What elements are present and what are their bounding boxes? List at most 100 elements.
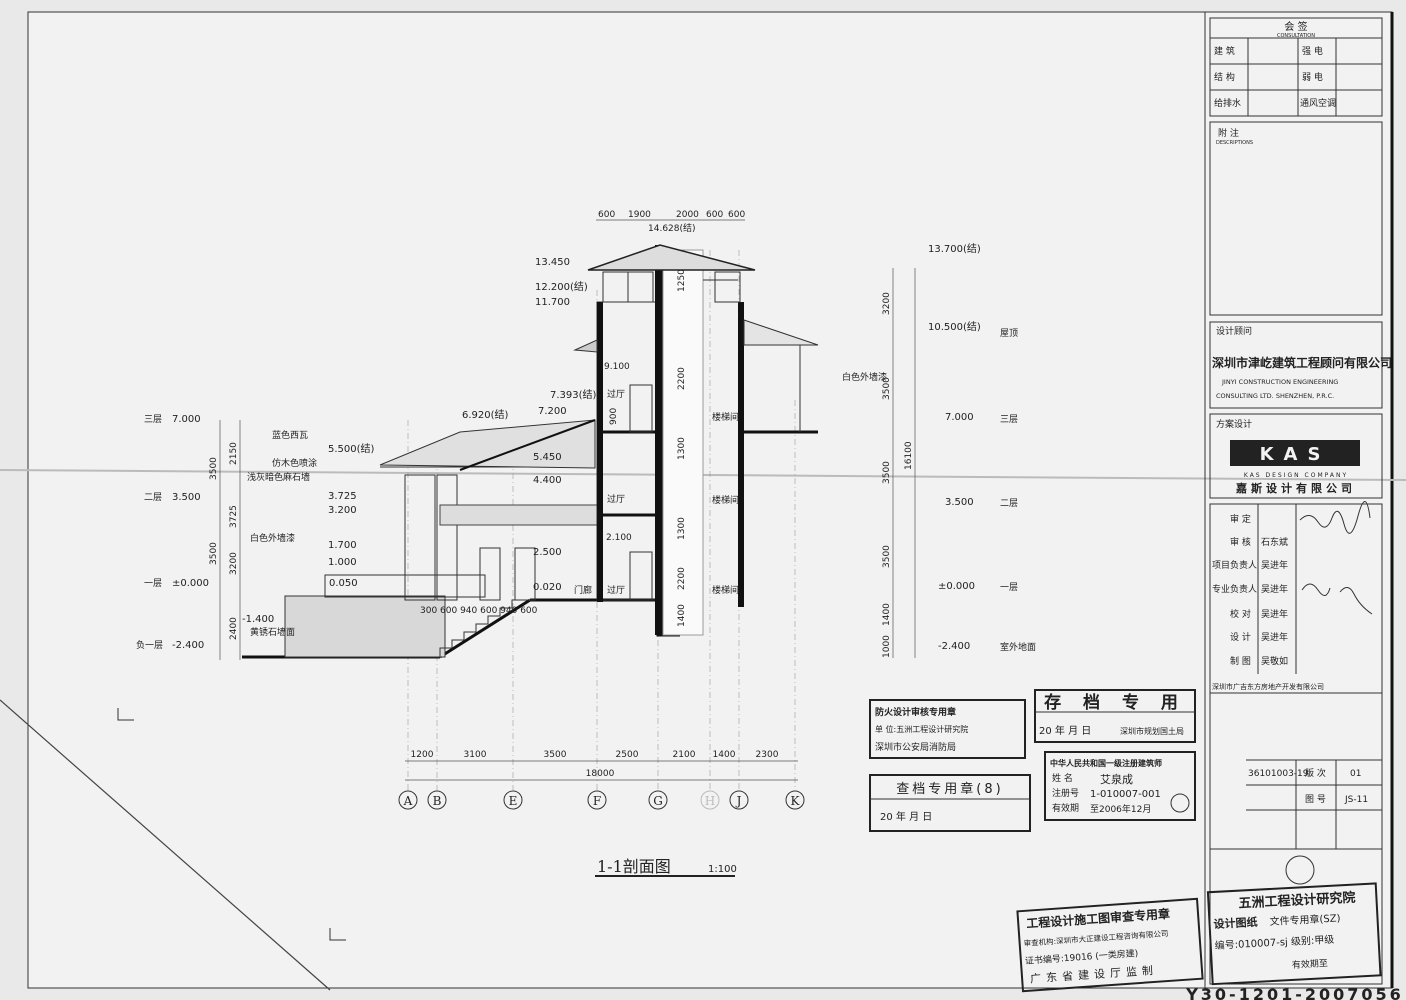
svg-text:过厅: 过厅 bbox=[607, 584, 625, 596]
building-section bbox=[242, 244, 819, 659]
axis-dimensions: 1200 3100 3500 2500 2100 1400 2300 18000 bbox=[411, 750, 779, 779]
svg-text:1900: 1900 bbox=[628, 210, 651, 220]
svg-text:2000: 2000 bbox=[676, 210, 699, 220]
axis-labels: A B E F G H J K bbox=[398, 790, 805, 810]
svg-text:二层: 二层 bbox=[1000, 498, 1018, 509]
svg-text:KAS DESIGN COMPANY: KAS DESIGN COMPANY bbox=[1244, 472, 1348, 479]
svg-text:白色外墙漆: 白色外墙漆 bbox=[250, 532, 295, 544]
svg-text:0.020: 0.020 bbox=[533, 582, 562, 593]
svg-text:6.920(结): 6.920(结) bbox=[462, 408, 509, 421]
signature bbox=[1299, 501, 1371, 534]
check-stamp: 查档专用章(8) 20 年 月 日 bbox=[869, 774, 1031, 832]
axis-E: E bbox=[509, 794, 518, 808]
svg-text:1300: 1300 bbox=[677, 517, 687, 540]
svg-text:600: 600 bbox=[598, 210, 615, 220]
svg-text:弱 电: 弱 电 bbox=[1302, 71, 1323, 83]
axis-K: K bbox=[791, 794, 801, 808]
svg-text:14.628(结): 14.628(结) bbox=[648, 222, 696, 234]
tower-dims: 1250 2200 900 1300 1300 2200 1400 bbox=[609, 269, 687, 627]
svg-text:1400: 1400 bbox=[713, 750, 736, 760]
svg-text:5.500(结): 5.500(结) bbox=[328, 442, 375, 455]
svg-text:3.500: 3.500 bbox=[172, 492, 201, 503]
svg-text:3.200: 3.200 bbox=[328, 505, 357, 516]
svg-text:36101003-19: 36101003-19 bbox=[1248, 769, 1309, 779]
svg-text:5.450: 5.450 bbox=[533, 452, 562, 463]
svg-text:3500: 3500 bbox=[882, 377, 892, 400]
svg-text:1400: 1400 bbox=[882, 603, 892, 626]
svg-text:通风空调: 通风空调 bbox=[1300, 97, 1336, 109]
svg-text:3500: 3500 bbox=[209, 457, 219, 480]
svg-text:KAS: KAS bbox=[1260, 444, 1331, 465]
svg-text:CONSULTING LTD. SHENZHEN, P.: CONSULTING LTD. SHENZHEN, P.R.C. bbox=[1216, 392, 1334, 400]
svg-text:吴进年: 吴进年 bbox=[1261, 559, 1288, 571]
svg-text:2200: 2200 bbox=[677, 367, 687, 390]
svg-text:±0.000: ±0.000 bbox=[172, 578, 209, 589]
svg-text:0.050: 0.050 bbox=[329, 578, 358, 589]
svg-text:2.500: 2.500 bbox=[533, 547, 562, 558]
svg-text:存 档 专 用: 存 档 专 用 bbox=[1044, 692, 1186, 713]
svg-text:-2.400: -2.400 bbox=[172, 640, 204, 651]
svg-text:11.700: 11.700 bbox=[535, 297, 570, 308]
drawing-title: 1-1剖面图 1:100 bbox=[595, 857, 737, 877]
svg-text:深圳市规划国土局: 深圳市规划国土局 bbox=[1120, 726, 1184, 736]
svg-text:设 计: 设 计 bbox=[1230, 631, 1251, 643]
svg-text:三层: 三层 bbox=[144, 414, 162, 425]
svg-text:1-1剖面图: 1-1剖面图 bbox=[597, 857, 671, 876]
svg-text:审 定: 审 定 bbox=[1230, 513, 1251, 525]
svg-text:7.393(结): 7.393(结) bbox=[550, 388, 597, 401]
svg-text:2.100: 2.100 bbox=[606, 533, 632, 543]
svg-text:3500: 3500 bbox=[882, 545, 892, 568]
svg-text:600: 600 bbox=[728, 210, 745, 220]
svg-text:项目负责人: 项目负责人 bbox=[1212, 559, 1257, 571]
svg-text:吴进年: 吴进年 bbox=[1261, 608, 1288, 620]
svg-text:会 签: 会 签 bbox=[1284, 20, 1307, 33]
svg-text:2300: 2300 bbox=[756, 750, 779, 760]
svg-text:2150: 2150 bbox=[229, 442, 239, 465]
svg-text:深圳市公安局消防局: 深圳市公安局消防局 bbox=[875, 741, 956, 753]
svg-text:2500: 2500 bbox=[616, 750, 639, 760]
axis-J: J bbox=[735, 794, 742, 808]
signature bbox=[1301, 583, 1373, 615]
svg-text:JINYI CONSTRUCTION ENGINEERING: JINYI CONSTRUCTION ENGINEERING bbox=[1221, 378, 1338, 386]
svg-text:7.000: 7.000 bbox=[172, 414, 201, 425]
svg-text:900: 900 bbox=[609, 408, 619, 425]
svg-text:13.450: 13.450 bbox=[535, 257, 570, 268]
svg-text:文件专用章(SZ): 文件专用章(SZ) bbox=[1269, 911, 1341, 928]
seal-emblem bbox=[1285, 855, 1315, 885]
archive-stamp: 存 档 专 用 20 年 月 日 深圳市规划国土局 bbox=[1034, 689, 1196, 743]
svg-text:白色外墙漆: 白色外墙漆 bbox=[842, 371, 887, 383]
svg-text:3200: 3200 bbox=[229, 552, 239, 575]
svg-text:3500: 3500 bbox=[882, 461, 892, 484]
svg-text:4.400: 4.400 bbox=[533, 475, 562, 486]
svg-text:有效期至: 有效期至 bbox=[1292, 957, 1329, 971]
svg-text:1200: 1200 bbox=[411, 750, 434, 760]
svg-text:三层: 三层 bbox=[1000, 414, 1018, 425]
svg-text:二层: 二层 bbox=[144, 492, 162, 503]
svg-text:20 年 月 日: 20 年 月 日 bbox=[880, 810, 932, 823]
svg-text:1250: 1250 bbox=[677, 269, 687, 292]
svg-text:过厅: 过厅 bbox=[607, 388, 625, 400]
axis-H: H bbox=[705, 794, 715, 808]
kas-logo bbox=[1230, 440, 1360, 466]
svg-text:3.500: 3.500 bbox=[945, 497, 974, 508]
svg-text:结 构: 结 构 bbox=[1214, 71, 1235, 83]
svg-text:3500: 3500 bbox=[544, 750, 567, 760]
elevation-marks: 14.628(结) 13.450 12.200(结) 11.700 9.100 … bbox=[242, 222, 696, 625]
svg-text:吴进年: 吴进年 bbox=[1261, 631, 1288, 643]
svg-text:1000: 1000 bbox=[882, 635, 892, 658]
section-mark-left bbox=[117, 708, 134, 721]
svg-text:楼梯间: 楼梯间 bbox=[712, 411, 739, 423]
svg-text:吴敬如: 吴敬如 bbox=[1261, 655, 1288, 667]
svg-text:黄锈石墙面: 黄锈石墙面 bbox=[250, 626, 295, 638]
svg-text:设计顾问: 设计顾问 bbox=[1216, 325, 1252, 337]
svg-text:JS-11: JS-11 bbox=[1344, 795, 1368, 805]
svg-text:DESCRIPTIONS: DESCRIPTIONS bbox=[1216, 140, 1253, 146]
material-notes: 蓝色西瓦 仿木色喷涂 浅灰暗色麻石墙 白色外墙漆 白色外墙漆 黄锈石墙面 bbox=[247, 371, 887, 638]
svg-text:16100: 16100 bbox=[904, 441, 914, 470]
svg-text:20 年 月 日: 20 年 月 日 bbox=[1039, 724, 1091, 737]
room-labels: 过厅 过厅 过厅 楼梯间 楼梯间 楼梯间 门廊 bbox=[574, 388, 739, 596]
svg-text:仿木色喷涂: 仿木色喷涂 bbox=[272, 457, 317, 469]
svg-text:3725: 3725 bbox=[229, 505, 239, 528]
